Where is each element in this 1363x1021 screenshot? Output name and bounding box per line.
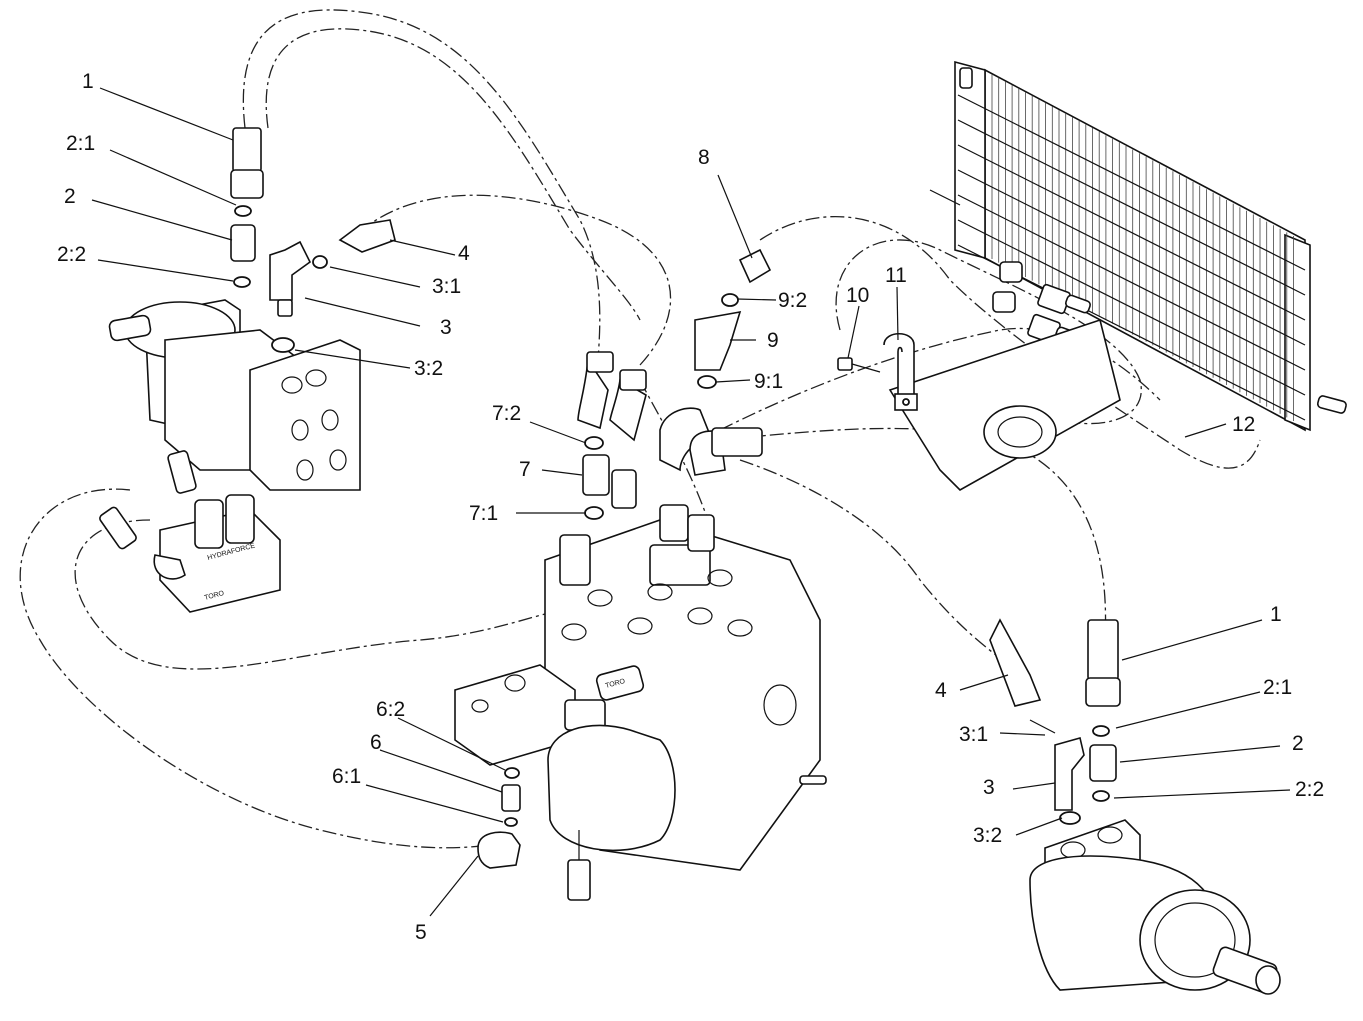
mounting-bracket	[888, 318, 1121, 491]
fitting-7	[582, 454, 610, 496]
callout-6-2: 6:2	[376, 698, 405, 721]
hose-center-right-2	[739, 459, 1016, 671]
callouts: 1 2:1 2 2:2 4 3:1 3 3:2 8 9:2 9 9:1 10 1…	[57, 70, 1324, 944]
hose-upper-s	[359, 194, 672, 366]
cooler-tube-row	[957, 94, 1306, 271]
hose-left-loop-2	[74, 519, 561, 670]
callout-6-1: 6:1	[332, 765, 361, 788]
clamp-screw	[837, 357, 881, 373]
fitting-6	[501, 784, 521, 812]
callout-8: 8	[698, 146, 710, 169]
callout-9-1: 9:1	[754, 370, 783, 393]
oil-cooler	[929, 60, 1347, 432]
cooler-tube-row	[957, 194, 1306, 371]
callout-3-2-top-left: 3:2	[414, 357, 443, 380]
lower-right-motor	[1029, 819, 1281, 995]
callout-10: 10	[846, 284, 869, 307]
callout-3-1-bottom-right: 3:1	[959, 723, 988, 746]
cooler-tube-row	[957, 169, 1306, 346]
callout-1-top-left: 1	[82, 70, 94, 93]
fittings-top-left	[230, 127, 396, 353]
callout-12: 12	[1232, 413, 1255, 436]
callout-7: 7	[519, 458, 531, 481]
cooler-outlet-stub	[1316, 395, 1347, 414]
hose-top-arc-2	[265, 28, 641, 321]
callout-9-2: 9:2	[778, 289, 807, 312]
cooler-fitting-a	[1037, 283, 1092, 315]
cooler-port-1	[999, 261, 1023, 283]
callout-2-top-left: 2	[64, 185, 76, 208]
hose-left-loop	[19, 488, 491, 849]
cooler-tube-row	[957, 144, 1306, 321]
callout-2-2-top-left: 2:2	[57, 243, 86, 266]
hydraforce-manifold: HYDRAFORCE TORO	[99, 450, 281, 613]
callout-5: 5	[415, 921, 427, 944]
callout-3-bottom-right: 3	[983, 776, 995, 799]
callout-3-top-left: 3	[440, 316, 452, 339]
fitting-5	[477, 831, 521, 869]
upper-left-motor	[108, 299, 361, 491]
callout-2-1-bottom-right: 2:1	[1263, 676, 1292, 699]
cooler-side-tank	[954, 60, 986, 260]
callout-1-bottom-right: 1	[1270, 603, 1282, 626]
callout-2-1-top-left: 2:1	[66, 132, 95, 155]
callout-2-2-bottom-right: 2:2	[1295, 778, 1324, 801]
fittings-bottom-right	[989, 618, 1121, 825]
fittings-center	[477, 248, 772, 869]
callout-4-bottom-right: 4	[935, 679, 947, 702]
cooler-tube-row	[957, 119, 1306, 296]
callout-3-1-top-left: 3:1	[432, 275, 461, 298]
cooler-tube-stub	[959, 67, 973, 89]
cooler-port-2	[992, 291, 1016, 313]
callout-9: 9	[767, 329, 779, 352]
hose-top-arc	[242, 9, 601, 361]
callout-3-2-bottom-right: 3:2	[973, 824, 1002, 847]
callout-7-1: 7:1	[469, 502, 498, 525]
hose-cooler-return	[719, 327, 1161, 431]
callout-6: 6	[370, 731, 382, 754]
fitting-9	[694, 310, 742, 371]
cooler-tube-row	[957, 219, 1306, 396]
callout-11: 11	[885, 264, 907, 287]
callout-2-bottom-right: 2	[1292, 732, 1304, 755]
cooler-end-tank	[1284, 233, 1311, 432]
callout-7-2: 7:2	[492, 402, 521, 425]
callout-4-top-left: 4	[458, 242, 470, 265]
fitting-8	[738, 248, 772, 284]
leader-lines	[91, 87, 1291, 917]
hose-clamp	[883, 332, 918, 411]
control-valve: TORO	[454, 519, 827, 901]
hose-end-1	[232, 127, 262, 173]
